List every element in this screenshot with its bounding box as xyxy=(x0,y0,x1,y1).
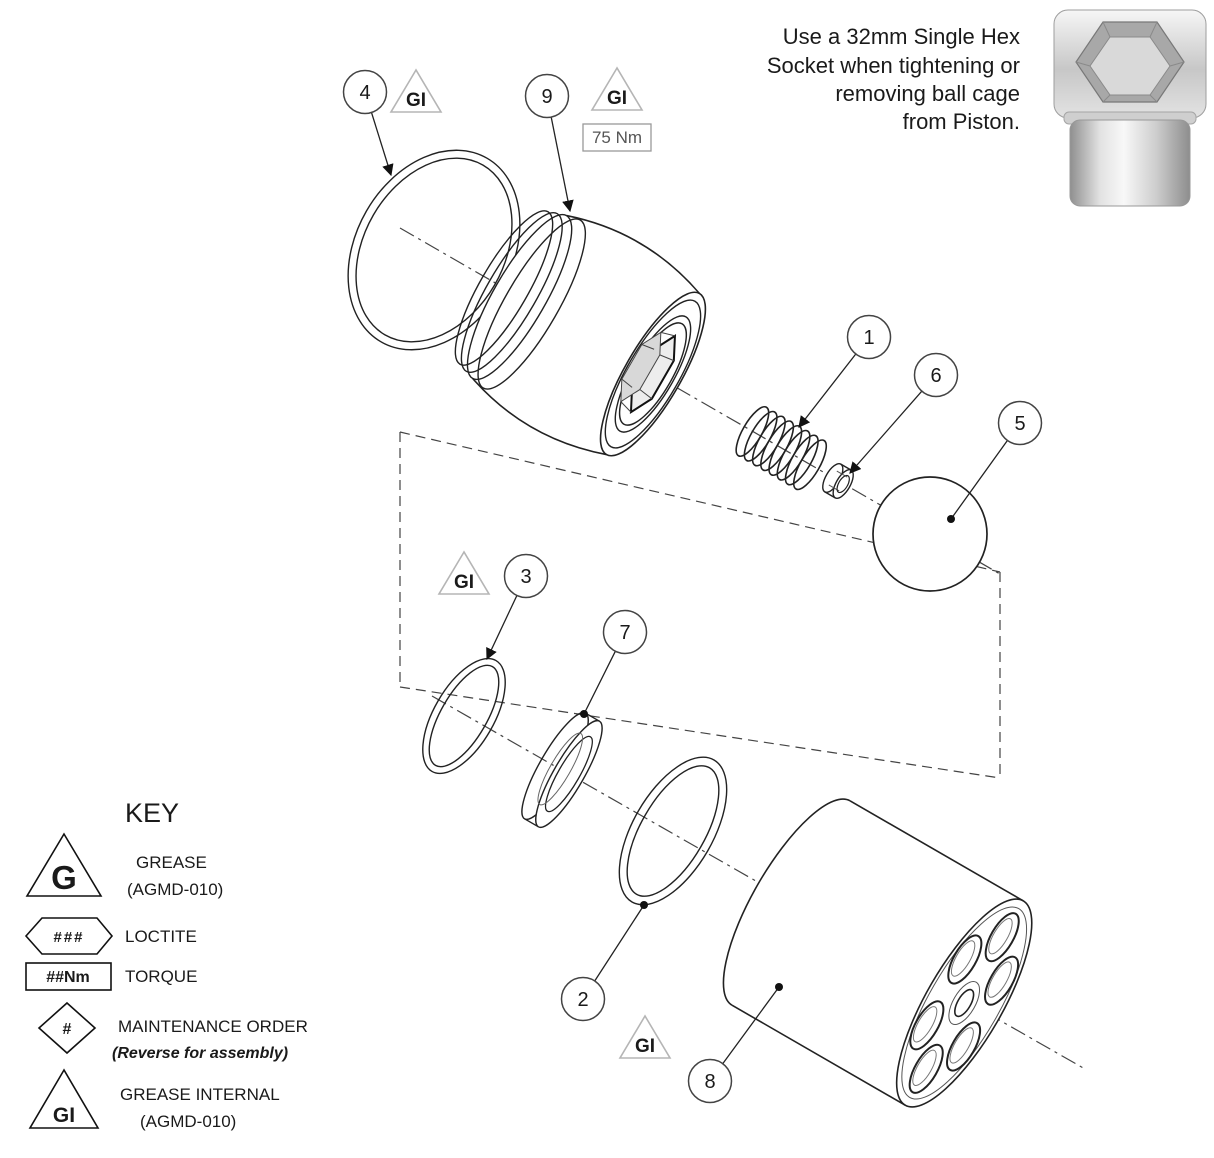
part-oring-2 xyxy=(618,756,728,906)
grease-label: GREASE xyxy=(136,853,207,872)
grease-triangle-icon xyxy=(25,832,103,897)
gi-triangle-near-4: GI xyxy=(389,68,443,113)
callout-9-number: 9 xyxy=(541,86,552,108)
callout-6: 6 xyxy=(913,352,959,398)
callout-9: 9 xyxy=(524,73,570,119)
leader-3 xyxy=(486,595,518,661)
maintenance-sub: (Reverse for assembly) xyxy=(112,1045,288,1062)
callout-4: 4 xyxy=(342,69,388,115)
callout-7-number: 7 xyxy=(619,622,630,644)
key-legend: KEY G GREASE (AGMD-010) ### LOCTITE ##Nm… xyxy=(24,798,308,1131)
leader-5 xyxy=(950,440,1008,520)
note-line-1: Use a 32mm Single Hex xyxy=(783,24,1020,49)
part-oring-3 xyxy=(422,657,506,775)
callout-2-number: 2 xyxy=(577,989,588,1011)
gi-label: GI xyxy=(635,1036,655,1057)
key-item-grease-internal: GI GREASE INTERNAL (AGMD-010) xyxy=(28,1068,280,1131)
callout-4-number: 4 xyxy=(359,82,370,104)
maintenance-label: MAINTENANCE ORDER xyxy=(118,1017,308,1036)
torque-label: TORQUE xyxy=(125,967,197,986)
part-spring-1 xyxy=(735,405,828,491)
grease-internal-label: GREASE INTERNAL xyxy=(120,1085,280,1104)
cylinder-block-bores xyxy=(908,912,1020,1094)
leader-9 xyxy=(550,116,574,213)
part-retainer-6 xyxy=(822,463,854,499)
torque-symbol: ##Nm xyxy=(46,969,90,986)
gi-triangle-near-3: GI xyxy=(437,550,491,595)
part-cylinder-block-8 xyxy=(722,798,1033,1108)
leader-8-dot xyxy=(775,983,783,991)
callout-1-number: 1 xyxy=(863,327,874,349)
callout-1: 1 xyxy=(846,314,892,360)
torque-box-75nm: 75 Nm xyxy=(582,123,652,152)
note-line-3: removing ball cage xyxy=(835,81,1020,106)
centerline-lower xyxy=(431,695,1086,1070)
hex-socket-photo xyxy=(1053,9,1207,207)
leader-2-dot xyxy=(640,901,648,909)
loctite-label: LOCTITE xyxy=(125,927,197,946)
callout-6-number: 6 xyxy=(930,365,941,387)
callout-2: 2 xyxy=(560,976,606,1022)
callout-3-number: 3 xyxy=(520,566,531,588)
leader-7 xyxy=(583,650,616,715)
callout-8-number: 8 xyxy=(704,1071,715,1093)
leader-5-dot xyxy=(947,515,955,523)
leader-6 xyxy=(849,390,923,474)
loctite-hexagon-icon xyxy=(24,917,114,955)
piston-hex-socket-recess xyxy=(620,331,677,414)
key-item-grease: G GREASE (AGMD-010) xyxy=(25,832,223,899)
torque-box-icon xyxy=(25,962,112,991)
part-piston-body xyxy=(454,210,707,457)
loctite-symbol: ### xyxy=(53,929,84,946)
note-line-4: from Piston. xyxy=(903,109,1020,134)
callout-3: 3 xyxy=(503,553,549,599)
grease-sub: (AGMD-010) xyxy=(127,880,223,899)
grease-internal-sub: (AGMD-010) xyxy=(140,1112,236,1131)
callout-5: 5 xyxy=(997,400,1043,446)
gi-label: GI xyxy=(607,88,627,109)
maintenance-diamond-icon xyxy=(37,1001,97,1055)
torque-value: 75 Nm xyxy=(592,128,642,147)
leader-1 xyxy=(798,353,857,428)
callout-7: 7 xyxy=(602,609,648,655)
leader-2 xyxy=(594,904,645,982)
key-title: KEY xyxy=(125,798,179,828)
leader-lines xyxy=(370,112,1008,1065)
key-item-maintenance-order: # MAINTENANCE ORDER (Reverse for assembl… xyxy=(37,1001,308,1062)
leader-8 xyxy=(722,986,780,1065)
gi-label: GI xyxy=(406,90,426,111)
part-washer-7 xyxy=(521,711,603,829)
gi-triangle-near-8: GI xyxy=(618,1014,672,1059)
maintenance-symbol: # xyxy=(63,1021,72,1038)
gi-triangle-near-9: GI xyxy=(590,66,644,111)
grease-internal-triangle-icon xyxy=(28,1068,100,1129)
leader-4 xyxy=(370,112,394,177)
callout-5-number: 5 xyxy=(1014,413,1025,435)
note-line-2: Socket when tightening or xyxy=(767,53,1020,78)
grease-symbol: G xyxy=(51,859,77,896)
key-item-torque: ##Nm TORQUE xyxy=(25,962,197,991)
note-text: Use a 32mm Single Hex Socket when tighte… xyxy=(767,24,1020,134)
callout-8: 8 xyxy=(687,1058,733,1104)
grease-internal-symbol: GI xyxy=(53,1104,75,1127)
leader-7-dot xyxy=(580,710,588,718)
part-ball-5 xyxy=(872,476,988,592)
gi-label: GI xyxy=(454,572,474,593)
key-item-loctite: ### LOCTITE xyxy=(24,917,197,955)
